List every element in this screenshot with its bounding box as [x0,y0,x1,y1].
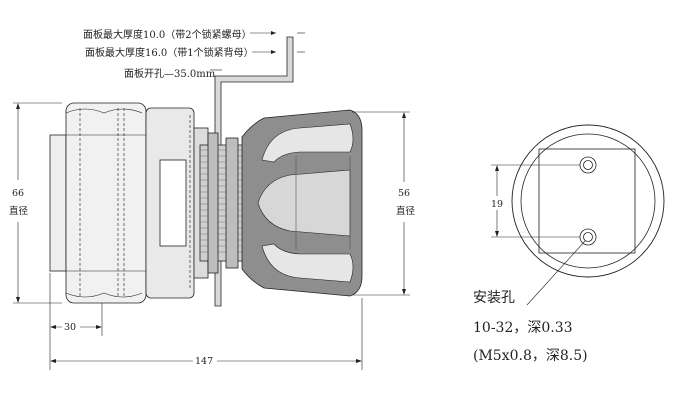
mounting-hole-upper [579,156,597,174]
mounting-hole-leader [526,240,586,306]
right-diameter-label: 直径 [396,205,416,217]
right-diameter-value: 56 [398,188,410,199]
dimension-offset [49,273,103,336]
dimension-right-diameter [352,111,416,296]
note-panel-cutout: 面板开孔—35.0mm [124,67,216,80]
dimension-total-length [49,298,363,370]
left-diameter-label: 直径 [9,205,29,217]
dimension-hole-spacing [489,164,580,238]
offset-value: 30 [64,322,76,333]
mounting-hole-title: 安装孔 [473,290,515,306]
note-panel-thickness-two-nuts: 面板最大厚度10.0（带2个锁紧螺母） [83,28,252,41]
mounting-hole-spec-line1: 10-32，深0.33 [473,320,573,336]
dimension-left-diameter [8,102,62,304]
note-panel-thickness-one-nut: 面板最大厚度16.0（带1个锁紧背母） [85,46,254,59]
end-view [511,124,665,278]
total-length-value: 147 [195,356,213,367]
connector-rear-body [49,102,245,304]
mounting-hole-spec-line2: (M5x0.8，深8.5) [473,348,588,364]
note-leader-lines [210,31,305,71]
panel-bracket [214,36,294,307]
hole-spacing-value: 19 [491,199,503,210]
left-diameter-value: 66 [12,188,24,199]
connector-front-shell [241,109,363,297]
mounting-hole-lower [579,228,597,246]
